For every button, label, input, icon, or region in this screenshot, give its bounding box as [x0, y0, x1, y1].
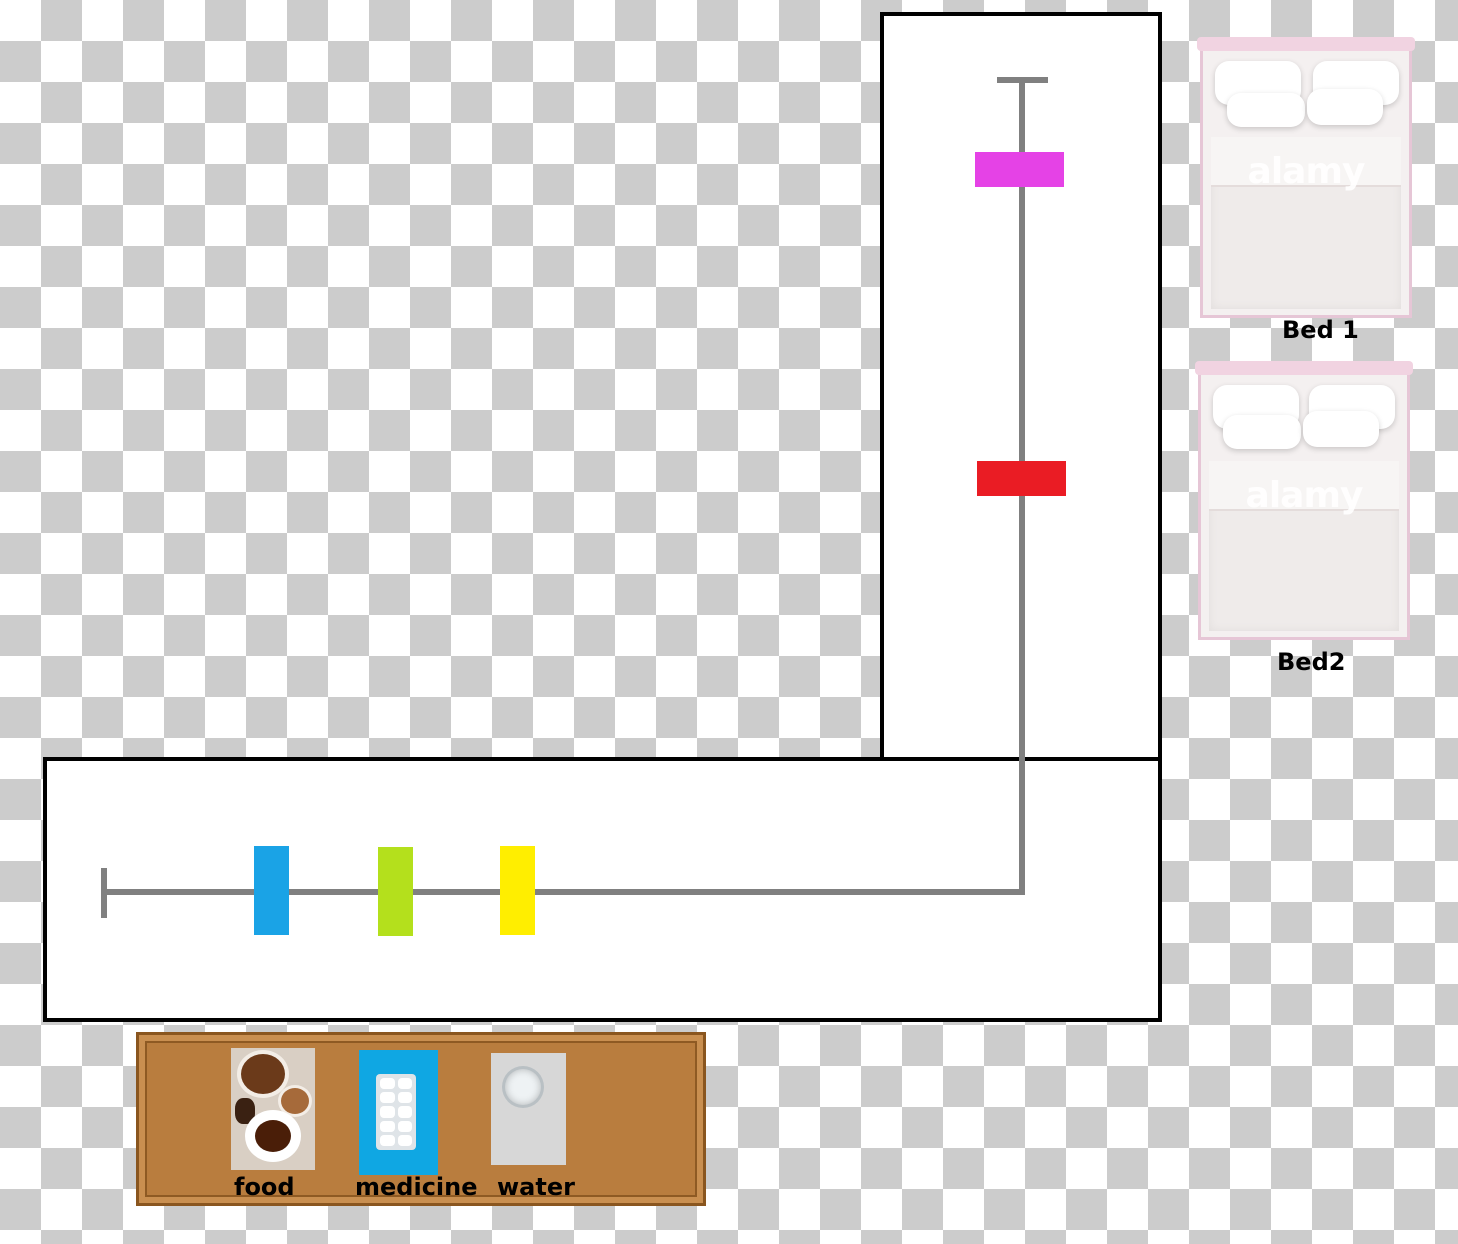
bed-1-blanket-fold — [1211, 137, 1401, 187]
bed-2-pillow-front-right — [1303, 411, 1379, 447]
bed-2-label: Bed2 — [1277, 648, 1346, 676]
bed-1-blanket — [1211, 137, 1401, 309]
bed-2-image: alamy — [1195, 361, 1413, 640]
medicine-label: medicine — [355, 1173, 478, 1201]
bed-1-pillow-front-left — [1227, 93, 1305, 127]
bed-1-pillow-front-right — [1307, 89, 1383, 125]
food-coffee-beans-icon — [235, 1098, 255, 1124]
bed-1-image: alamy — [1197, 37, 1415, 318]
food-label: food — [234, 1173, 295, 1201]
medicine-image — [359, 1050, 438, 1175]
bed-1-label: Bed 1 — [1282, 316, 1359, 344]
bed-1-headboard — [1197, 37, 1415, 51]
water-glass-icon — [505, 1069, 541, 1105]
track-vertical-endcap — [997, 77, 1048, 83]
food-image — [231, 1048, 315, 1170]
marker-food — [254, 846, 289, 935]
bed-2-blanket — [1209, 461, 1399, 631]
marker-medicine — [378, 847, 413, 936]
food-tea-cup-icon — [245, 1110, 301, 1162]
marker-bed-2 — [977, 461, 1066, 496]
bed-1-watermark: alamy — [1247, 151, 1366, 192]
pill-blister-icon — [376, 1074, 416, 1150]
bed-2-headboard — [1195, 361, 1413, 375]
marker-bed-1 — [975, 152, 1064, 187]
food-nuts-bowl-icon — [281, 1088, 309, 1114]
food-spice-bowl-icon — [241, 1054, 285, 1094]
bed-2-blanket-fold — [1209, 461, 1399, 511]
water-image — [491, 1053, 566, 1165]
supply-shelf: food medicine water — [136, 1032, 706, 1206]
track-horizontal — [104, 889, 1025, 895]
bed-2-pillow-front-left — [1223, 415, 1301, 449]
track-horizontal-endcap — [101, 868, 107, 918]
water-label: water — [497, 1173, 575, 1201]
marker-water — [500, 846, 535, 935]
bed-2-watermark: alamy — [1245, 475, 1364, 516]
